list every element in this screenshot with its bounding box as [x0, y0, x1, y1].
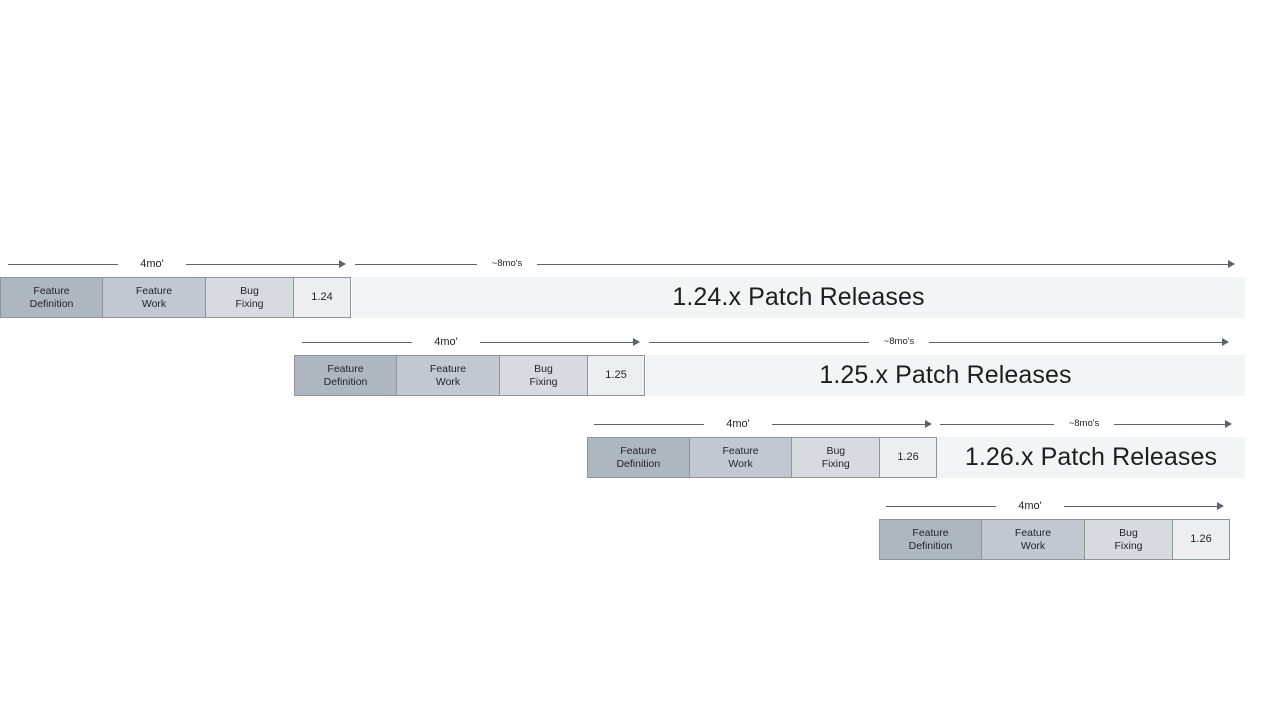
segment-label-line-1: 1.26 [897, 451, 919, 463]
phase-segment-version: 1.24 [293, 277, 351, 318]
measure-line-right [772, 424, 925, 425]
measure-line-right [537, 264, 1228, 265]
measure-duration-label: 4mo' [434, 336, 458, 348]
segment-label-line-2: Definition [616, 457, 661, 470]
measure-arrowhead-icon [925, 420, 932, 428]
measure-line-left [940, 424, 1054, 425]
measure-line-left [594, 424, 704, 425]
segment-label-line-1: 1.25 [605, 369, 627, 381]
patch-duration-measure: ~8mo's [940, 410, 1232, 436]
segment-label-line-1: Feature [1014, 527, 1052, 539]
segment-label-line-1: Feature [912, 527, 949, 539]
segment-label-line-2: Definition [323, 375, 368, 388]
segment-label-line-2: Fixing [1114, 539, 1143, 552]
measure-line-left [886, 506, 996, 507]
measure-line-right [1064, 506, 1217, 507]
development-duration-measure: 4mo' [302, 328, 640, 354]
measure-arrowhead-icon [1228, 260, 1235, 268]
measure-line-left [649, 342, 869, 343]
measure-line-left [8, 264, 118, 265]
patch-duration-measure: ~8mo's [355, 250, 1235, 276]
segment-label-line-2: Work [728, 457, 753, 470]
segment-label-line-1: Bug [534, 363, 553, 375]
phase-segment-version: 1.26 [879, 437, 937, 478]
measure-duration-label: ~8mo's [491, 258, 523, 269]
measure-arrowhead-icon [1217, 502, 1224, 510]
measure-arrowhead-icon [339, 260, 346, 268]
segment-label-line-2: Fixing [235, 297, 264, 310]
patch-release-band: 1.26.x Patch Releases [937, 437, 1245, 478]
patch-release-band: 1.24.x Patch Releases [352, 277, 1245, 318]
measure-duration-label: 4mo' [726, 418, 750, 430]
segment-label-line-1: 1.26 [1190, 533, 1212, 545]
measure-duration-label: ~8mo's [1068, 418, 1100, 429]
segment-label-line-2: Definition [29, 297, 74, 310]
phase-segment-version: 1.25 [587, 355, 645, 396]
patch-release-label: 1.26.x Patch Releases [964, 443, 1218, 471]
segment-label-line-2: Definition [908, 539, 953, 552]
segment-label-line-1: Feature [620, 445, 657, 457]
segment-label-line-1: Bug [240, 285, 259, 297]
segment-label-line-2: Work [141, 297, 167, 310]
segment-label-line-2: Fixing [529, 375, 558, 388]
measure-duration-label: ~8mo's [883, 336, 915, 347]
segment-label-line-1: Bug [826, 445, 846, 457]
segment-label-line-2: Work [435, 375, 461, 388]
measure-line-left [302, 342, 412, 343]
segment-label-line-1: Bug [1119, 527, 1138, 539]
segment-label-line-2: Fixing [821, 457, 850, 470]
patch-duration-measure: ~8mo's [649, 328, 1229, 354]
segment-label-line-1: Feature [135, 285, 173, 297]
phase-segment-version: 1.26 [1172, 519, 1230, 560]
segment-label-line-1: Feature [429, 363, 467, 375]
measure-line-right [186, 264, 339, 265]
measure-duration-label: 4mo' [140, 258, 164, 270]
segment-label-line-1: 1.24 [311, 291, 333, 303]
segment-label-line-1: Feature [327, 363, 364, 375]
measure-line-left [355, 264, 477, 265]
development-duration-measure: 4mo' [594, 410, 932, 436]
segment-label-line-1: Feature [722, 445, 759, 457]
development-duration-measure: 4mo' [886, 492, 1224, 518]
measure-line-right [929, 342, 1222, 343]
segment-label-line-1: Feature [33, 285, 70, 297]
patch-release-label: 1.24.x Patch Releases [672, 283, 925, 311]
segment-label-line-2: Work [1020, 539, 1046, 552]
measure-line-right [1114, 424, 1225, 425]
patch-release-band: 1.25.x Patch Releases [646, 355, 1245, 396]
patch-release-label: 1.25.x Patch Releases [819, 361, 1072, 389]
measure-arrowhead-icon [1225, 420, 1232, 428]
measure-line-right [480, 342, 633, 343]
development-duration-measure: 4mo' [8, 250, 346, 276]
measure-duration-label: 4mo' [1018, 500, 1042, 512]
measure-arrowhead-icon [1222, 338, 1229, 346]
measure-arrowhead-icon [633, 338, 640, 346]
